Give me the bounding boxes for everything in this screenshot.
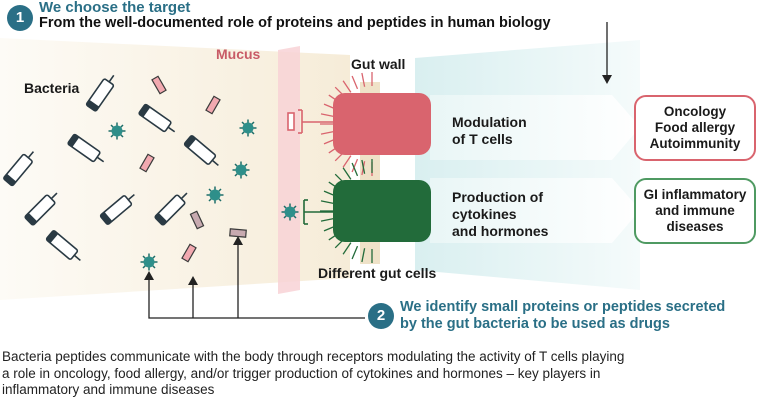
peptide-icon: [151, 75, 167, 95]
bacterium-icon: [138, 103, 176, 133]
virus-icon: [206, 186, 224, 204]
bacterium-icon: [183, 135, 219, 167]
hormone-cell: [333, 180, 431, 242]
caption: Bacteria peptides communicate with the b…: [2, 349, 625, 397]
peptide-icon: [189, 210, 205, 230]
bacterium-icon: [67, 133, 105, 163]
pathway-label-t-cells: Modulation of T cells: [452, 114, 527, 147]
t-cell: [333, 93, 431, 155]
bacterium-icon: [99, 193, 135, 225]
red-receptor: [287, 109, 336, 134]
step2-badge: 2: [368, 303, 394, 329]
bacterium-icon: [3, 151, 35, 187]
virus-icon: [239, 119, 257, 137]
peptide-icon: [181, 243, 197, 263]
output-arrow-bottom: [430, 178, 640, 243]
mucus-layer: [278, 46, 300, 294]
bacterium-icon: [45, 230, 81, 262]
step1-arrow-head: [602, 75, 612, 84]
peptide-group: [139, 75, 247, 263]
peptide-icon: [139, 153, 155, 173]
peptide-icon: [205, 95, 221, 115]
output-arrow-top: [430, 95, 640, 160]
gut-wall-label: Gut wall: [351, 56, 406, 72]
bacteria-label: Bacteria: [24, 80, 80, 96]
peptide-icon: [229, 228, 247, 238]
bacteria-group: [3, 74, 219, 262]
step1-subtitle: From the well-documented role of protein…: [39, 15, 551, 31]
pathway-label-cytokines: Production of cytokines and hormones: [452, 189, 549, 239]
green-receptor: [303, 199, 336, 225]
step1-title: We choose the target: [39, 0, 191, 16]
step2-connector: [148, 280, 365, 319]
virus-icon: [140, 253, 158, 271]
step2-text: We identify small proteins or peptides s…: [400, 299, 726, 332]
bound-virus: [281, 203, 299, 221]
step1-badge: 1: [7, 5, 33, 31]
bacterium-icon: [24, 192, 58, 226]
virus-group: [108, 119, 257, 271]
virus-icon: [232, 161, 250, 179]
bacterium-icon: [154, 192, 188, 226]
outcome-box-oncology: Oncology Food allergy Autoimmunity: [634, 95, 756, 161]
bacterium-icon: [85, 74, 115, 112]
gut-cells-label: Different gut cells: [318, 265, 437, 281]
virus-icon: [108, 122, 126, 140]
outcome-box-gi: GI inflammatory and immune diseases: [634, 178, 756, 244]
virus-icon: [281, 203, 299, 221]
mucus-label: Mucus: [216, 46, 261, 62]
